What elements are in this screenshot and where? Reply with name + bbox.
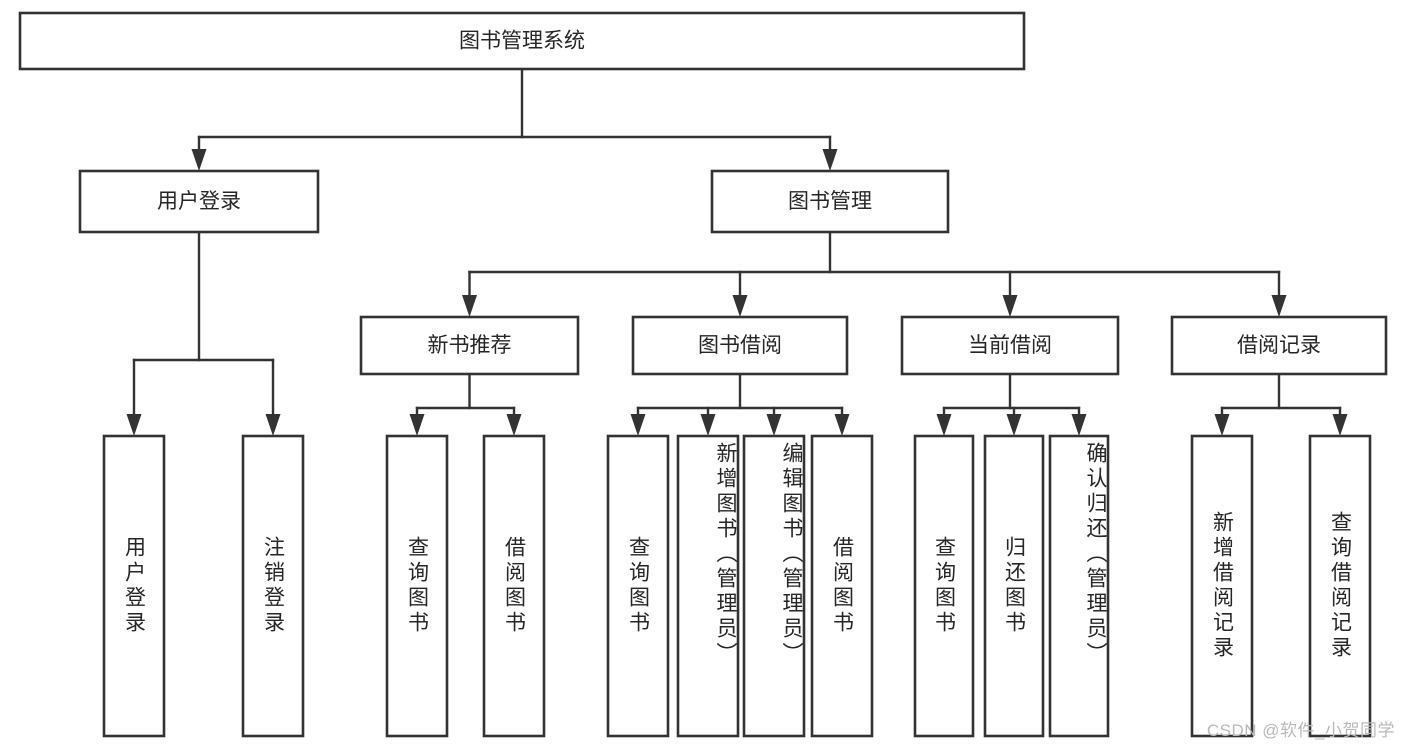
node-label: 图书管理系统 (459, 30, 585, 53)
l2-2-to-leaf-1-arrowhead (1006, 414, 1022, 436)
mgmt-to-l2-1-arrowhead (732, 295, 748, 317)
node-level2-3[interactable] (1170, 315, 1388, 376)
node-leaf-8[interactable] (913, 434, 975, 738)
l2-1-to-leaf-3-arrowhead (834, 414, 850, 436)
connector-layer (126, 67, 1348, 436)
node-label: 借阅记录 (1237, 334, 1321, 357)
node-leaf-4[interactable] (606, 434, 670, 738)
node-label: 图书管理 (788, 190, 872, 213)
node-label: 图书借阅 (698, 334, 782, 357)
node-leaf-5[interactable] (676, 434, 740, 738)
root-to-l1-0-arrowhead (191, 149, 207, 171)
node-leaf-7[interactable] (810, 434, 874, 738)
node-leaf-10[interactable] (1048, 434, 1110, 738)
node-level2-2[interactable] (900, 315, 1120, 376)
watermark-credit: CSDN @软件_小贺同学 (1206, 721, 1395, 740)
node-level1-1[interactable] (710, 169, 950, 234)
mgmt-to-l2-2-arrowhead (1002, 295, 1018, 317)
mgmt-to-l2-0-arrowhead (462, 295, 477, 317)
node-leaf-0[interactable] (102, 434, 166, 738)
node-leaf-2[interactable] (385, 434, 449, 738)
node-label: 用户登录 (157, 190, 241, 213)
l2-1-to-leaf-1-arrowhead (700, 414, 716, 436)
node-label: 当前借阅 (968, 334, 1052, 357)
login-to-leaf-0-arrowhead (126, 414, 142, 436)
node-label: 新书推荐 (428, 334, 512, 357)
login-to-leaf-1-arrowhead (265, 414, 281, 436)
node-leaf-11[interactable] (1190, 434, 1254, 738)
l2-1-to-leaf-0-arrowhead (630, 414, 646, 436)
l2-1-to-leaf-2-arrowhead (766, 414, 782, 436)
node-level2-0[interactable] (359, 315, 580, 376)
node-level1-0[interactable] (78, 169, 320, 234)
mgmt-to-l2-3-arrowhead (1271, 295, 1287, 317)
l2-0-to-leaf-0-arrowhead (409, 414, 425, 436)
node-leaf-12[interactable] (1308, 434, 1372, 738)
node-leaf-1[interactable] (241, 434, 305, 738)
node-root[interactable] (18, 11, 1026, 71)
l2-3-to-leaf-0-arrowhead (1214, 414, 1230, 436)
l2-2-to-leaf-2-arrowhead (1071, 414, 1087, 436)
l2-0-to-leaf-1-arrowhead (506, 414, 522, 436)
node-leaf-3[interactable] (482, 434, 546, 738)
l2-3-to-leaf-1-arrowhead (1332, 414, 1348, 436)
node-leaf-6[interactable] (742, 434, 806, 738)
node-box-layer (18, 11, 1388, 738)
root-to-l1-1-arrowhead (822, 149, 838, 171)
node-level2-1[interactable] (631, 315, 849, 376)
l2-2-to-leaf-0-arrowhead (936, 414, 952, 436)
node-leaf-9[interactable] (983, 434, 1045, 738)
